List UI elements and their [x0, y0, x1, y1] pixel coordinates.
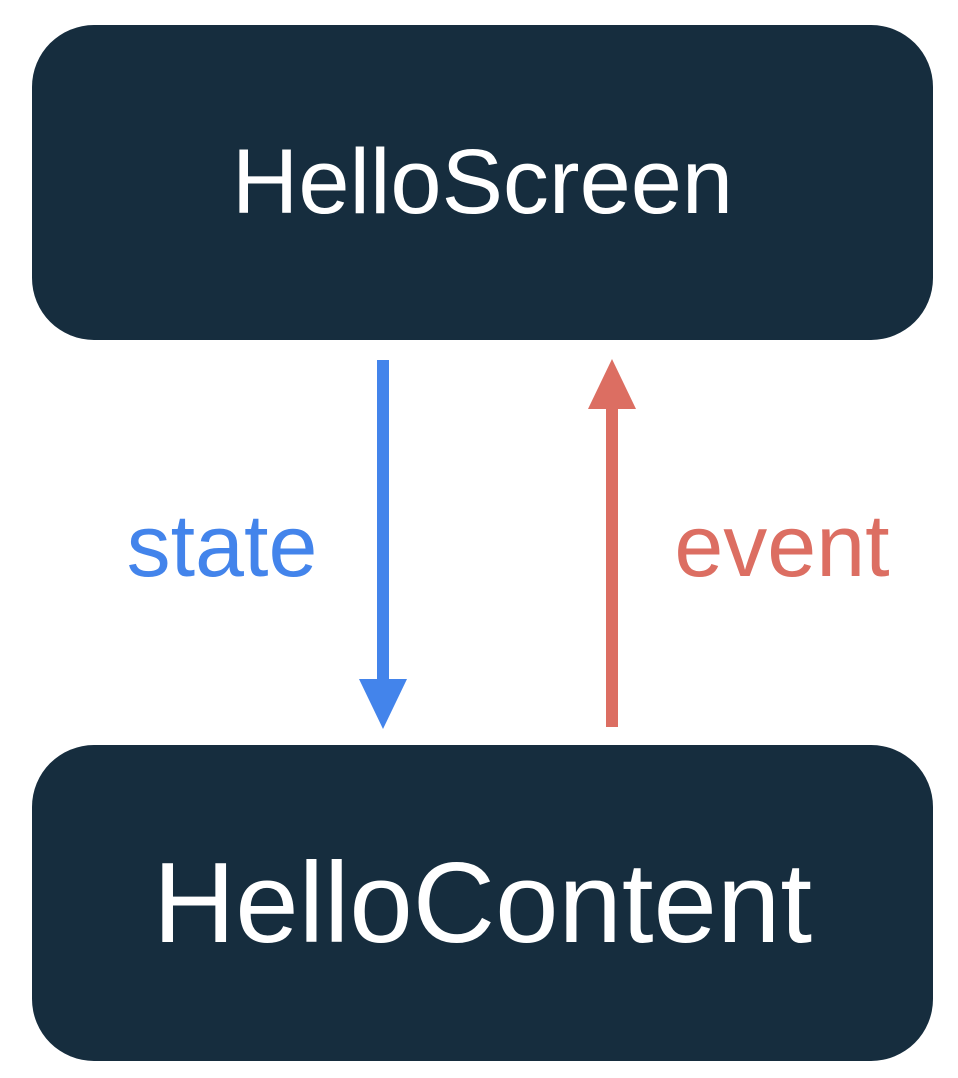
- event-arrow-label: event: [674, 496, 890, 595]
- state-arrow-down: [359, 360, 407, 729]
- event-arrow-up: [588, 359, 636, 727]
- hello-screen-box: HelloScreen: [32, 25, 933, 340]
- hello-content-label: HelloContent: [152, 839, 813, 967]
- event-arrow-head-icon: [588, 359, 636, 409]
- state-arrow-label: state: [126, 496, 318, 595]
- hello-content-box: HelloContent: [32, 745, 933, 1061]
- state-arrow-head-icon: [359, 679, 407, 729]
- hello-screen-label: HelloScreen: [231, 131, 734, 233]
